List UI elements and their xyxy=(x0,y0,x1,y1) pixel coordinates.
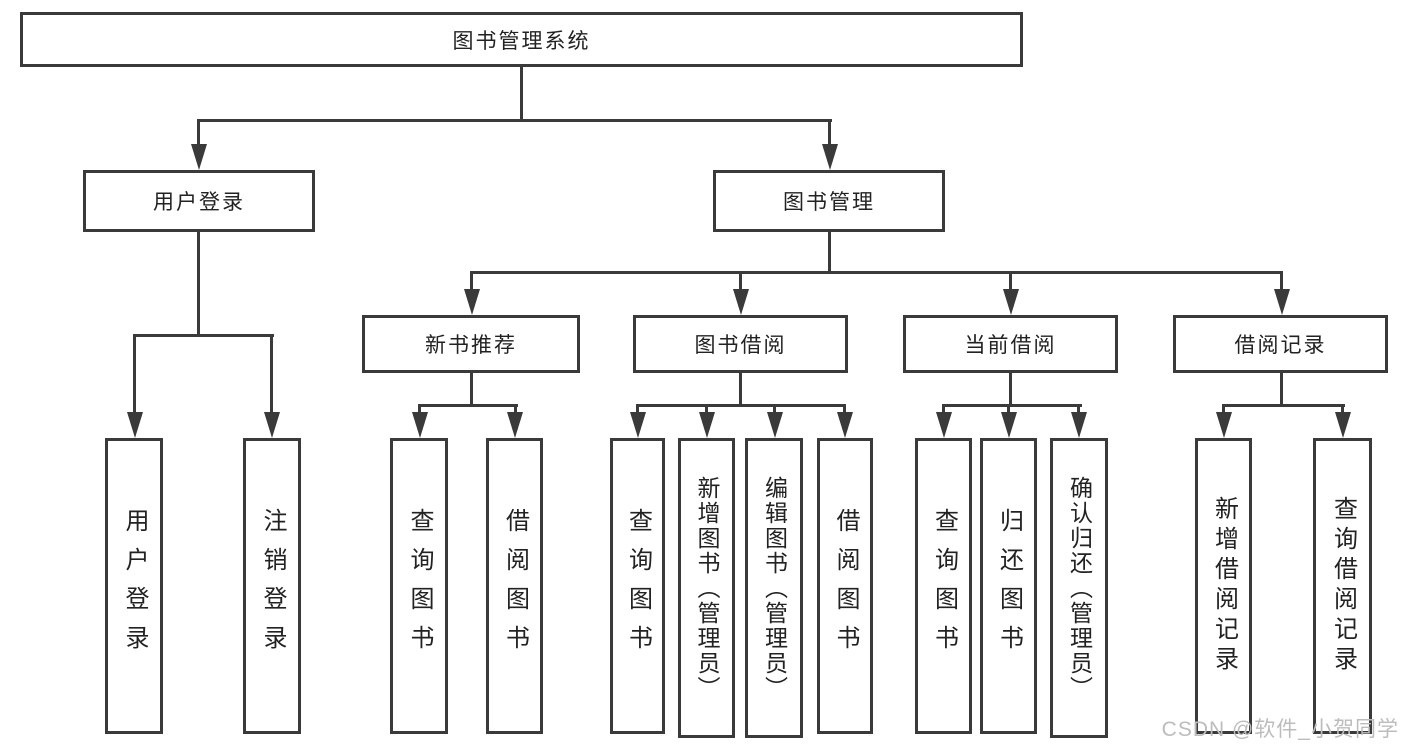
connector-line xyxy=(636,404,639,416)
connector-line xyxy=(942,404,1082,407)
connector-line xyxy=(197,232,200,336)
connector-line xyxy=(133,334,136,414)
arrow-down-icon xyxy=(1001,412,1017,438)
node-book-borrow: 图书借阅 xyxy=(633,315,848,373)
connector-line xyxy=(739,373,742,406)
arrow-down-icon xyxy=(936,412,952,438)
node-new-book-recommend: 新书推荐 xyxy=(362,315,580,373)
leaf-borrow-books: 借阅图书 xyxy=(486,438,543,734)
connector-line xyxy=(1222,404,1345,407)
connector-line xyxy=(636,404,846,407)
connector-line xyxy=(520,67,523,121)
arrow-down-icon xyxy=(191,144,207,170)
leaf-return-books: 归还图书 xyxy=(980,438,1037,734)
arrow-down-icon xyxy=(127,412,143,438)
node-current-borrow: 当前借阅 xyxy=(903,315,1118,373)
leaf-query-borrow-record: 查询借阅记录 xyxy=(1313,438,1372,734)
leaf-query-books: 查询图书 xyxy=(390,438,448,734)
arrow-down-icon xyxy=(822,144,838,170)
connector-line xyxy=(942,404,945,416)
arrow-down-icon xyxy=(464,289,480,315)
arrow-down-icon xyxy=(1216,412,1232,438)
arrow-down-icon xyxy=(630,412,646,438)
connector-line xyxy=(773,404,776,416)
arrow-down-icon xyxy=(1274,289,1290,315)
leaf-query-books: 查询图书 xyxy=(915,438,972,734)
connector-line xyxy=(843,404,846,416)
connector-line xyxy=(1341,404,1344,416)
connector-line xyxy=(1077,404,1080,416)
node-user-login: 用户登录 xyxy=(83,170,315,232)
connector-line xyxy=(1222,404,1225,416)
leaf-confirm-return-admin: 确认归还（管理员） xyxy=(1050,438,1108,738)
node-library-system: 图书管理系统 xyxy=(20,12,1023,67)
arrow-down-icon xyxy=(1071,412,1087,438)
arrow-down-icon xyxy=(767,412,783,438)
leaf-add-books-admin: 新增图书（管理员） xyxy=(678,438,735,738)
connector-line xyxy=(1280,271,1283,291)
leaf-logout: 注销登录 xyxy=(243,438,301,734)
connector-line xyxy=(418,404,421,416)
connector-line xyxy=(1007,404,1010,416)
connector-line xyxy=(197,119,200,147)
connector-line xyxy=(705,404,708,416)
connector-line xyxy=(1280,373,1283,406)
connector-line xyxy=(514,404,517,416)
arrow-down-icon xyxy=(733,289,749,315)
connector-line xyxy=(828,119,831,147)
connector-line xyxy=(470,373,473,406)
arrow-down-icon xyxy=(699,412,715,438)
arrow-down-icon xyxy=(1335,412,1351,438)
arrow-down-icon xyxy=(837,412,853,438)
arrow-down-icon xyxy=(412,412,428,438)
connector-line xyxy=(418,404,518,407)
connector-line xyxy=(1009,271,1012,291)
leaf-query-books: 查询图书 xyxy=(610,438,665,734)
connector-line xyxy=(197,119,832,122)
node-borrow-records: 借阅记录 xyxy=(1173,315,1388,373)
connector-line xyxy=(470,271,1283,274)
csdn-watermark: CSDN @软件_小贺同学 xyxy=(1161,718,1399,741)
arrow-down-icon xyxy=(507,412,523,438)
leaf-add-borrow-record: 新增借阅记录 xyxy=(1195,438,1252,734)
connector-line xyxy=(270,334,273,414)
arrow-down-icon xyxy=(1003,289,1019,315)
connector-line xyxy=(828,232,831,274)
node-book-management: 图书管理 xyxy=(713,170,945,232)
arrow-down-icon xyxy=(264,412,280,438)
connector-line xyxy=(1009,373,1012,406)
connector-line xyxy=(133,334,274,337)
leaf-user-login: 用户登录 xyxy=(105,438,163,734)
connector-line xyxy=(470,271,473,291)
leaf-borrow-books: 借阅图书 xyxy=(817,438,873,734)
leaf-edit-books-admin: 编辑图书（管理员） xyxy=(745,438,803,738)
connector-line xyxy=(739,271,742,291)
